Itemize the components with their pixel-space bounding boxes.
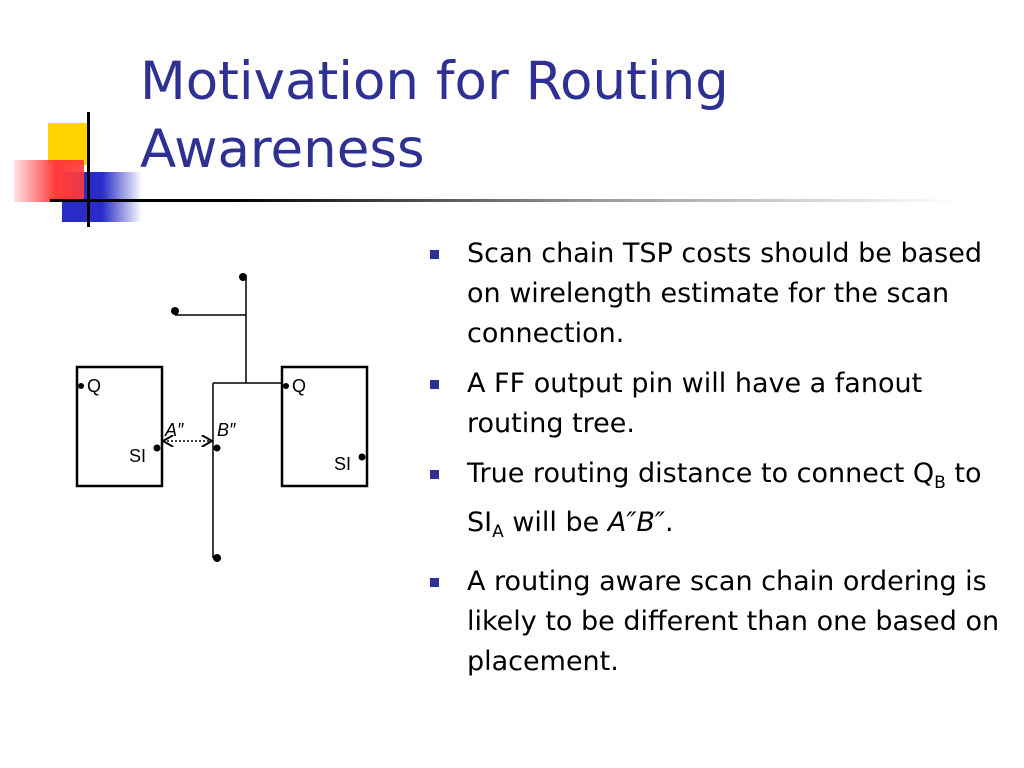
- bullet-list: Scan chain TSP costs should be based on …: [430, 234, 1010, 692]
- slide-title-line-1: Motivation for Routing: [140, 51, 729, 112]
- slide-title-line-2: Awareness: [140, 119, 425, 180]
- ff-right-q-pin: [283, 383, 289, 389]
- bullet-text-part: to: [945, 458, 982, 489]
- point-a-label: A″: [164, 420, 184, 440]
- flip-flop-right: [280, 365, 369, 488]
- point-b-pin: [213, 444, 221, 452]
- bullet-text: A FF output pin will have a fanout routi…: [467, 368, 923, 439]
- bullet-item: A routing aware scan chain ordering is l…: [430, 562, 1010, 682]
- si-symbol: SI: [467, 507, 493, 538]
- bullet-square-icon: [430, 380, 439, 389]
- logo-vertical-line: [87, 112, 90, 227]
- bullet-text-part: True routing distance to connect: [467, 458, 913, 489]
- ff-left-si-pin: [153, 444, 161, 452]
- si-subscript: A: [492, 522, 504, 542]
- bullet-item: True routing distance to connect QB to S…: [430, 454, 1010, 552]
- slide-logo: [14, 112, 142, 227]
- sink-pin-upper-left: [171, 307, 179, 315]
- bullet-text: Scan chain TSP costs should be based on …: [467, 238, 982, 349]
- bullet-item: A FF output pin will have a fanout routi…: [430, 364, 1010, 444]
- slide-title: Motivation for Routing Awareness: [140, 48, 1000, 184]
- ff-right-q-label: Q: [292, 376, 306, 396]
- bullet-square-icon: [430, 250, 439, 259]
- q-subscript: B: [934, 473, 946, 493]
- ab-distance-term: A″B″: [607, 507, 666, 538]
- ff-right-si-pin: [358, 453, 366, 461]
- flip-flop-left: [75, 365, 164, 488]
- bullet-square-icon: [430, 578, 439, 587]
- ff-left-q-label: Q: [87, 376, 101, 396]
- sink-pin-bottom: [213, 554, 221, 562]
- ff-left-q-pin: [78, 383, 84, 389]
- point-b-label: B″: [217, 420, 236, 440]
- bullet-square-icon: [430, 470, 439, 479]
- routing-diagram: Q SI Q SI A″ B″: [75, 273, 369, 562]
- bullet-text-part: .: [665, 507, 674, 538]
- ff-left-si-label: SI: [129, 446, 146, 466]
- bullet-text: A routing aware scan chain ordering is l…: [467, 566, 1000, 677]
- ff-right-si-label: SI: [334, 454, 351, 474]
- bullet-item: Scan chain TSP costs should be based on …: [430, 234, 1010, 354]
- title-divider: [50, 199, 960, 202]
- sink-pin-top: [239, 273, 247, 281]
- q-symbol: Q: [912, 458, 935, 489]
- logo-red-bar: [14, 160, 84, 202]
- logo-yellow-square: [48, 123, 90, 165]
- routing-tree: [175, 277, 282, 558]
- bullet-text-part: will be: [503, 507, 608, 538]
